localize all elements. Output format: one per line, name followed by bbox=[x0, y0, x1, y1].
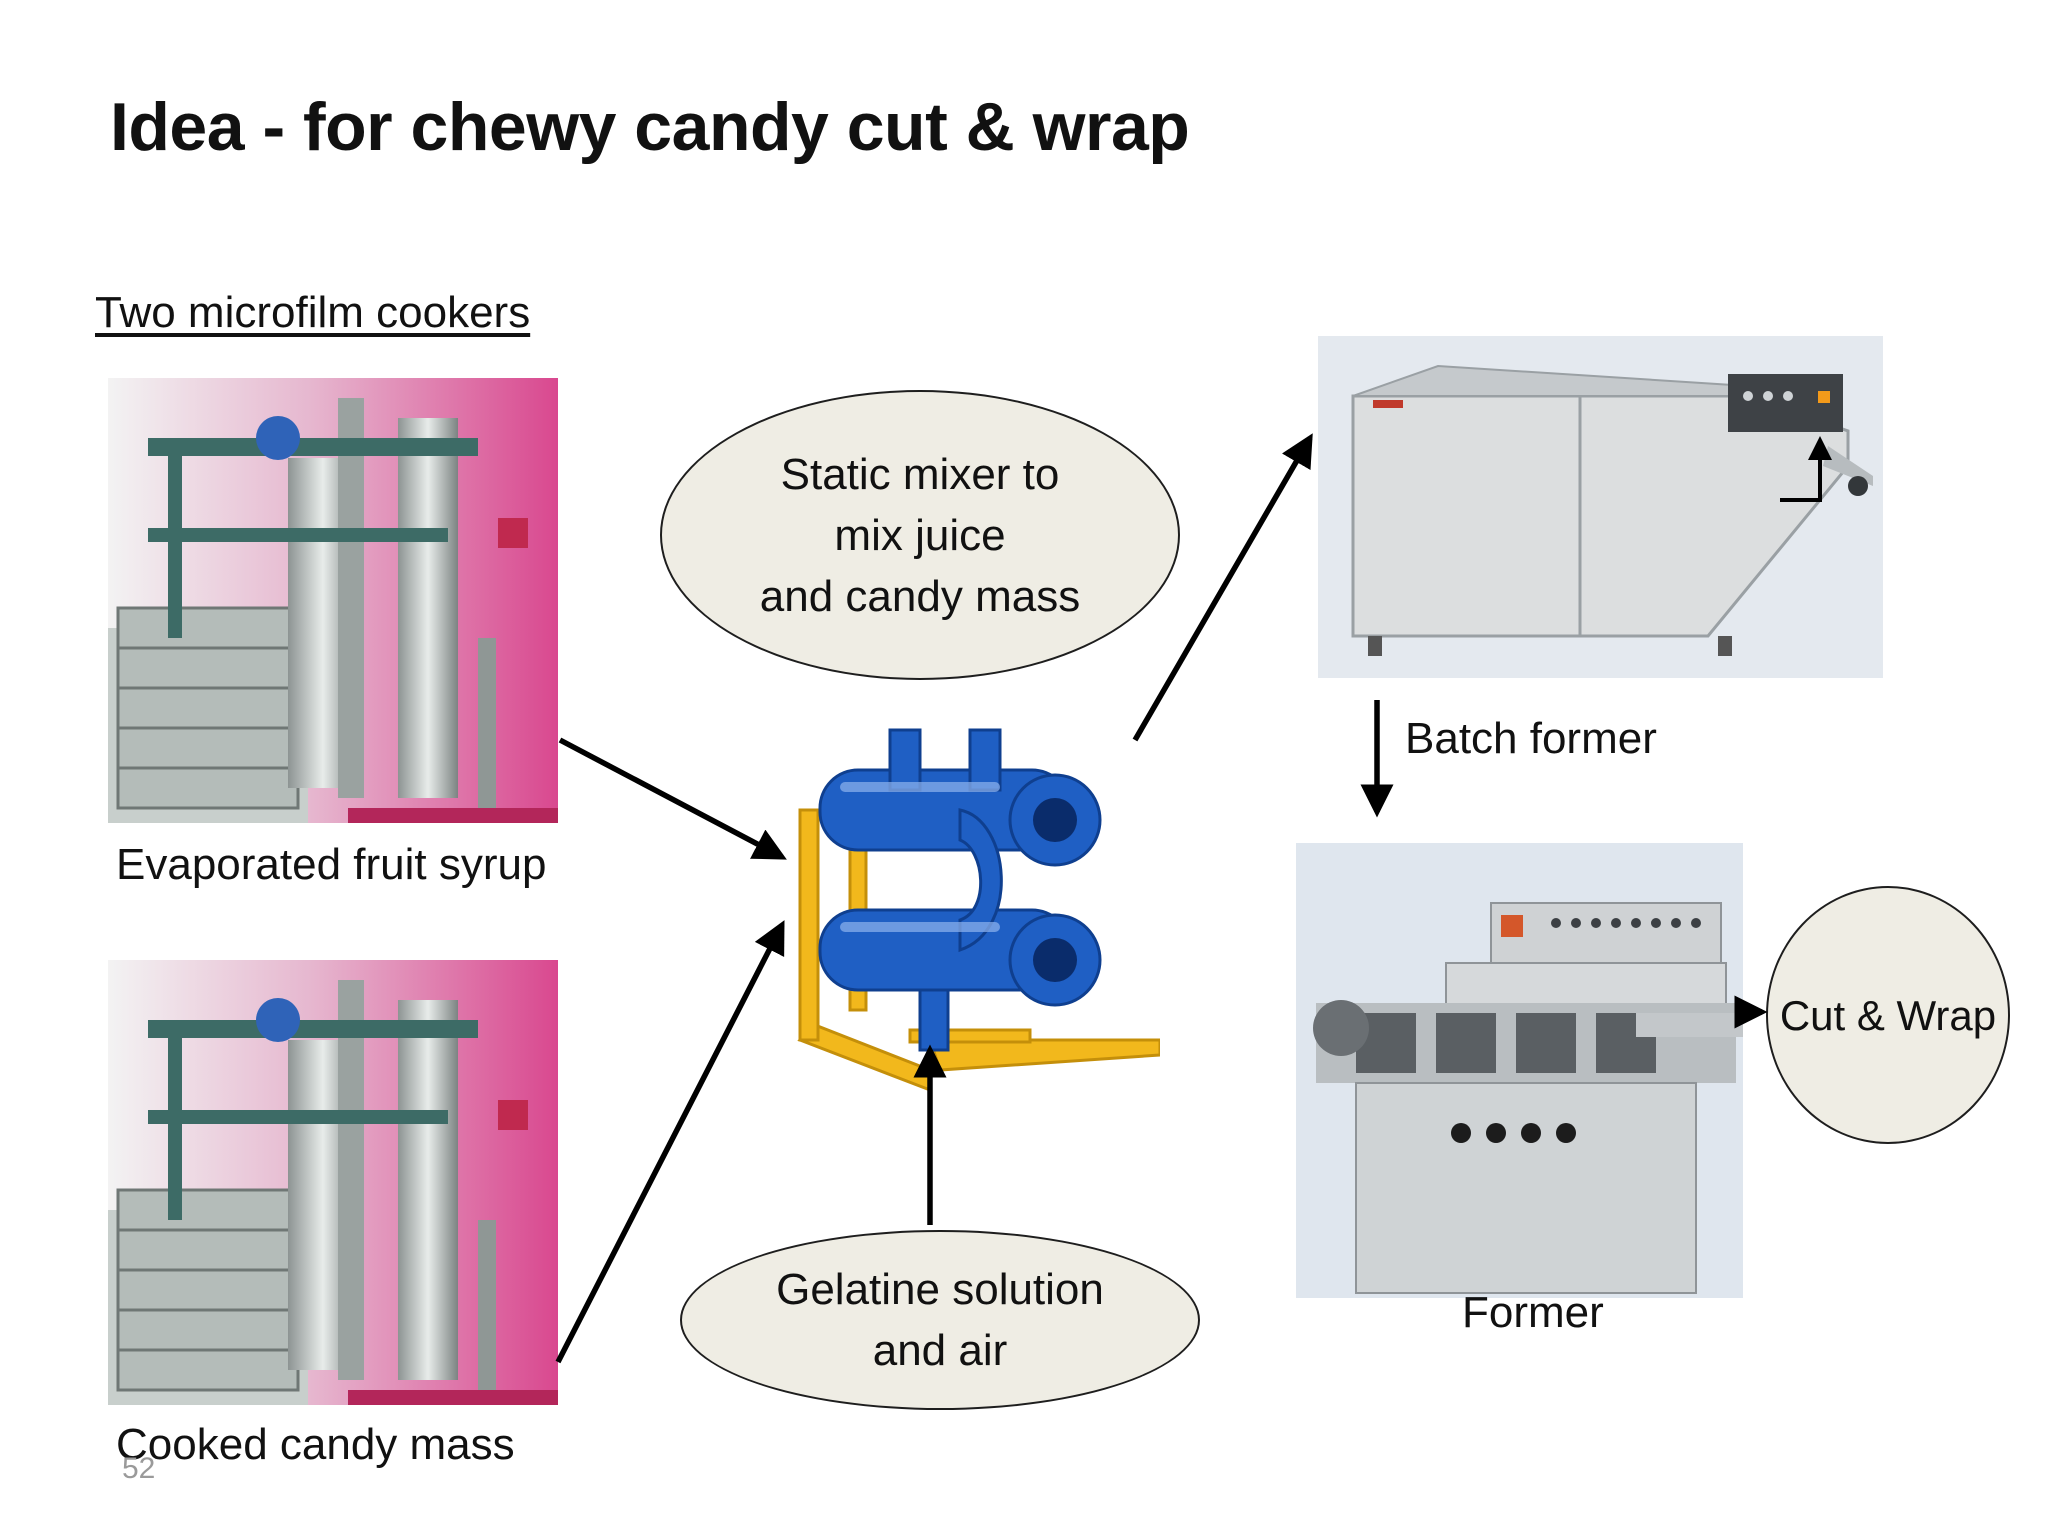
static-mixer-line-1: Static mixer to bbox=[780, 449, 1060, 499]
arrow-candy-to-mixer bbox=[555, 920, 785, 1364]
static-mixer-line-2: mix juice bbox=[834, 510, 1006, 560]
batch-former-label: Batch former bbox=[1405, 714, 1657, 763]
static-mixer-line-3: and candy mass bbox=[759, 571, 1081, 621]
cooker-image-bottom bbox=[108, 960, 558, 1405]
former-label: Former bbox=[1462, 1288, 1604, 1337]
cut-wrap-circle: Cut & Wrap bbox=[1766, 886, 2010, 1144]
page-number: 52 bbox=[122, 1452, 156, 1485]
cooker-image-top bbox=[108, 378, 558, 823]
batch-former-image bbox=[1318, 336, 1883, 678]
slide-subtitle: Two microfilm cookers bbox=[95, 288, 531, 337]
cut-wrap-label: Cut & Wrap bbox=[1779, 991, 1997, 1039]
static-mixer-image bbox=[780, 710, 1160, 1100]
gelatine-line-2: and air bbox=[872, 1326, 1008, 1375]
gelatine-line-1: Gelatine solution bbox=[776, 1265, 1104, 1314]
gelatine-ellipse: Gelatine solution and air bbox=[680, 1230, 1200, 1410]
arrow-syrup-to-mixer bbox=[558, 737, 787, 860]
cooker-caption-top: Evaporated fruit syrup bbox=[116, 840, 547, 889]
cooker-caption-bottom: Cooked candy mass bbox=[116, 1420, 515, 1469]
static-mixer-ellipse: Static mixer to mix juice and candy mass bbox=[660, 390, 1180, 680]
arrow-mixer-to-batch-former bbox=[1132, 433, 1313, 742]
slide-title: Idea - for chewy candy cut & wrap bbox=[110, 89, 1190, 165]
former-image bbox=[1296, 843, 1743, 1298]
